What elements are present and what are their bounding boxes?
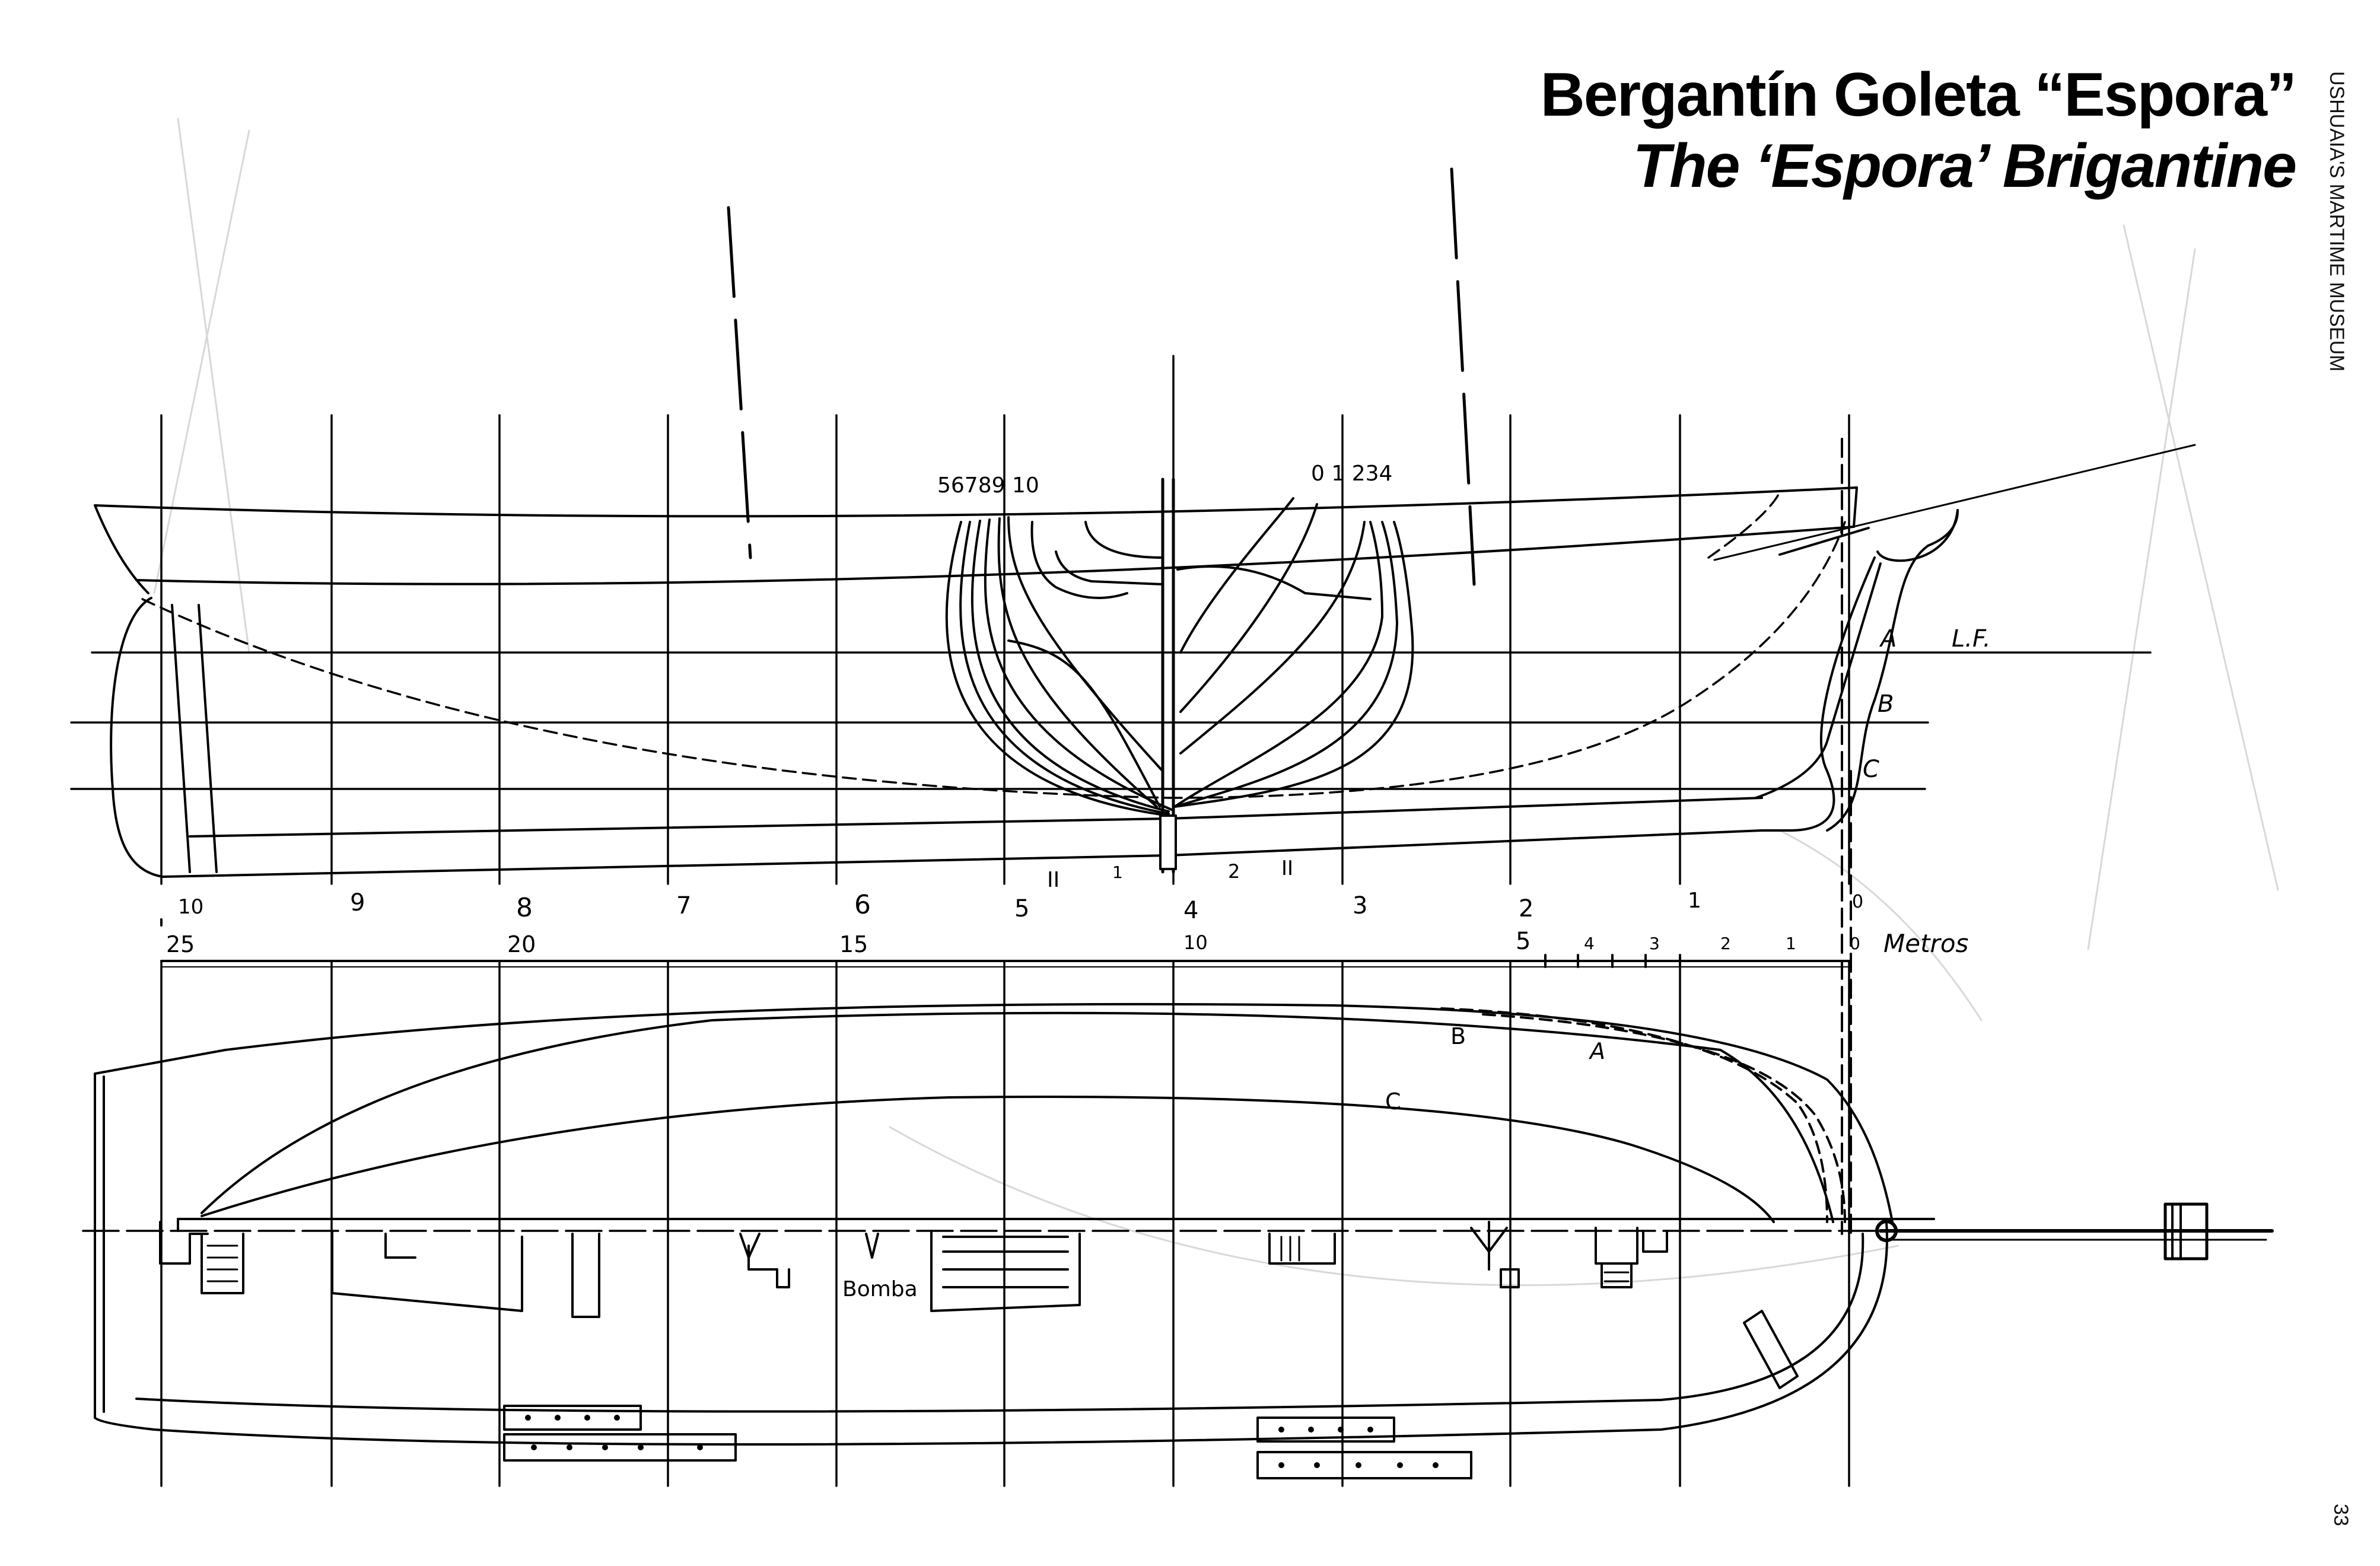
station-label-4: 4 (1183, 897, 1198, 924)
page-number: 33 (2328, 1504, 2364, 1539)
scale-unit-metros: Metros (1883, 929, 1968, 958)
scale-label-4: 4 (1584, 934, 1595, 953)
station-label-9: 9 (350, 889, 365, 916)
waterline-lf-label: L.F. (1952, 625, 1991, 652)
scale-label-5: 5 (1516, 928, 1531, 955)
station-grid-lines (160, 355, 1850, 1487)
body-plan-roman-1: II (1047, 868, 1059, 892)
station-label-2: 2 (1519, 895, 1533, 922)
half-breadth-c-label: C (1385, 1088, 1401, 1115)
scale-label-10: 10 (1183, 931, 1208, 954)
station-label-0: 0 (1852, 892, 1863, 912)
station-label-7: 7 (676, 892, 691, 919)
mast-lines (727, 167, 1476, 586)
metre-scale (160, 918, 1850, 968)
station-label-10: 10 (178, 895, 203, 919)
waterline-b-label: B (1878, 690, 1894, 718)
body-plan-roman-3: 2 (1228, 860, 1240, 883)
half-breadth-plan (82, 1002, 2279, 1479)
faint-background-sketch (153, 117, 2279, 1287)
half-breadth-a-label: A (1588, 1038, 1605, 1064)
half-breadth-b-label: B (1450, 1023, 1466, 1049)
body-plan-roman-2: 1 (1112, 862, 1123, 882)
station-label-6: 6 (854, 890, 871, 920)
museum-side-text: USHUAIA'S MARTIME MUSEUM (2325, 71, 2348, 372)
body-plan-aft-labels: 56789 10 (937, 473, 1039, 498)
station-label-8: 8 (516, 893, 533, 923)
station-label-1: 1 (1688, 889, 1701, 913)
scale-label-1: 1 (1786, 934, 1796, 953)
page-number-text: 33 (2330, 1504, 2352, 1526)
body-plan-roman-4: II (1281, 857, 1293, 880)
scale-label-25: 25 (166, 931, 195, 957)
scale-label-15: 15 (839, 931, 868, 957)
title-block: Bergantín Goleta “Espora” The ‘Espora’ B… (1540, 59, 2297, 202)
body-plan (945, 478, 1414, 874)
waterline-grid (70, 651, 2152, 790)
station-label-5: 5 (1014, 895, 1029, 922)
body-plan-fore-labels: 0 1 234 (1311, 461, 1392, 486)
page-title-english: The ‘Espora’ Brigantine (1633, 132, 2297, 200)
page-title-spanish: Bergantín Goleta “Espora” (1540, 61, 2297, 129)
chain-plates (503, 1405, 1472, 1479)
scale-label-2: 2 (1720, 934, 1731, 953)
scale-label-0: 0 (1850, 934, 1860, 953)
scale-label-3: 3 (1649, 934, 1660, 953)
museum-side-label: USHUAIA'S MARTIME MUSEUM (2318, 71, 2354, 380)
hull-profile (94, 444, 2196, 878)
waterline-a-label: A (1879, 625, 1897, 652)
pump-label: Bomba (842, 1277, 918, 1301)
waterline-c-label: C (1863, 756, 1879, 783)
station-label-3: 3 (1353, 892, 1367, 919)
scale-label-20: 20 (507, 931, 536, 957)
